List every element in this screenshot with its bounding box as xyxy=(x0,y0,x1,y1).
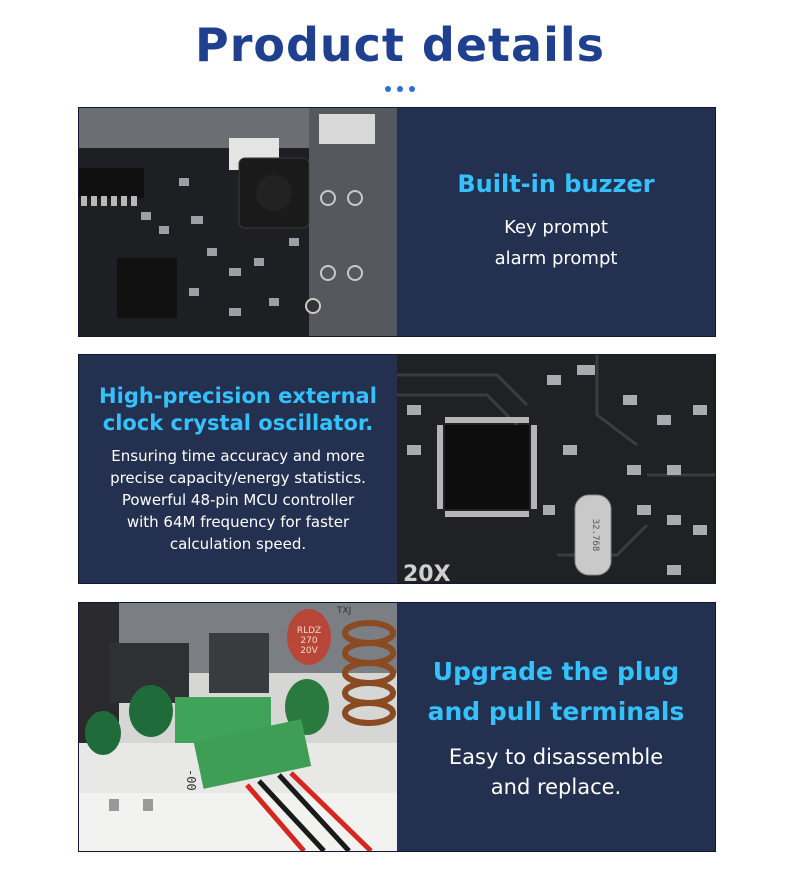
dot-icon xyxy=(397,86,403,92)
feature-text-buzzer: Built-in buzzer Key prompt alarm prompt xyxy=(397,108,715,336)
svg-text:TXJ: TXJ xyxy=(336,606,351,616)
svg-text:-00: -00 xyxy=(184,769,198,791)
title-dots xyxy=(0,86,800,92)
dot-icon xyxy=(385,86,391,92)
feature-panel-buzzer: Built-in buzzer Key prompt alarm prompt xyxy=(78,107,716,337)
crystal-label: 32.768 xyxy=(590,519,600,552)
feature-heading: Built-in buzzer xyxy=(457,170,655,198)
svg-text:RLDZ: RLDZ xyxy=(297,626,321,636)
feature-text-oscillator: High-precision external clock crystal os… xyxy=(79,355,397,583)
feature-body: Ensuring time accuracy and more precise … xyxy=(110,447,366,553)
svg-text:270: 270 xyxy=(300,636,317,646)
svg-text:20V: 20V xyxy=(300,646,318,656)
page-title: Product details xyxy=(194,18,606,72)
dot-icon xyxy=(409,86,415,92)
pcb-mcu-crystal-photo: 32.768 20X xyxy=(397,355,715,583)
silkscreen-label: 20X xyxy=(403,562,451,583)
feature-heading: High-precision external clock crystal os… xyxy=(99,384,377,435)
feature-text-terminals: Upgrade the plug and pull terminals Easy… xyxy=(397,603,715,851)
feature-body: Easy to disassemble and replace. xyxy=(448,745,664,799)
feature-panel-terminals: RLDZ 270 20V TXJ -00 Upgrade the plug an… xyxy=(78,602,716,852)
feature-panel-oscillator: High-precision external clock crystal os… xyxy=(78,354,716,584)
terminal-connector-photo: RLDZ 270 20V TXJ -00 xyxy=(79,603,397,851)
pcb-buzzer-photo xyxy=(79,108,397,336)
feature-body: Key prompt alarm prompt xyxy=(494,217,618,269)
feature-heading: Upgrade the plug and pull terminals xyxy=(427,657,685,726)
